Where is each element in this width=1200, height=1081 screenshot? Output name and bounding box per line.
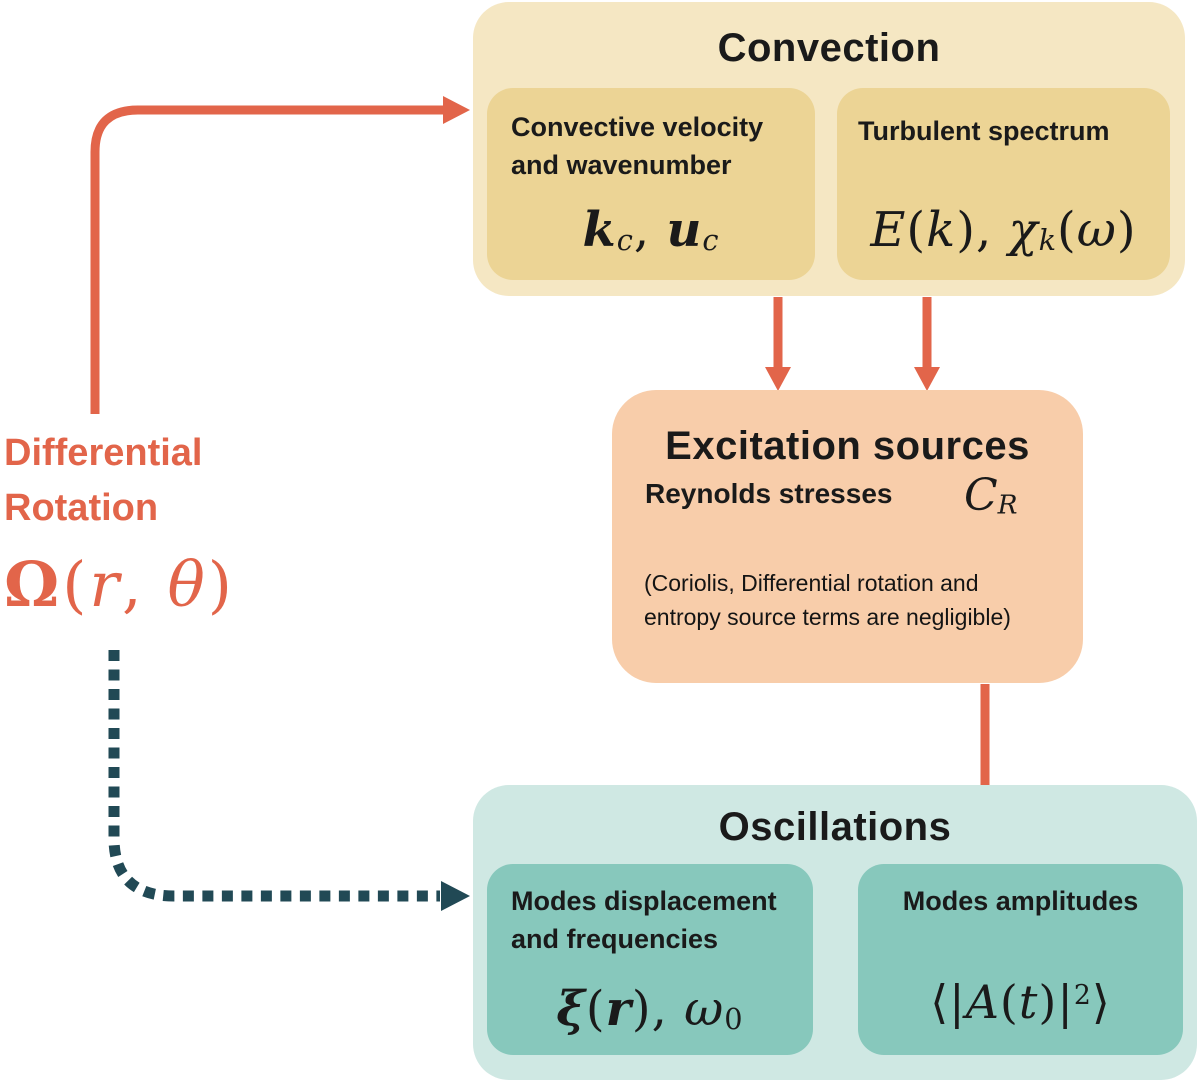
excitation-note: (Coriolis, Differential rotation and ent… <box>644 570 1011 630</box>
modes-displacement-box: Modes displacement and frequencies ξ(r),… <box>487 864 813 1055</box>
cr-formula: CR <box>964 470 1018 521</box>
modes-displacement-label: Modes displacement and frequencies <box>511 886 777 954</box>
turbulent-spectrum-box: Turbulent spectrum E(k), χk(ω) <box>837 88 1170 280</box>
omega-formula: Ω(r, θ) <box>4 548 235 621</box>
convective-velocity-label: Convective velocity and wavenumber <box>511 112 764 180</box>
convection-box: Convection Convective velocity and waven… <box>473 2 1185 296</box>
convective-velocity-box: Convective velocity and wavenumber kc, u… <box>487 88 815 280</box>
ek-chik-formula: E(k), χk(ω) <box>870 202 1137 258</box>
convection-title: Convection <box>717 26 941 70</box>
xi-omega0-formula: ξ(r), ω0 <box>556 981 744 1037</box>
amplitude-formula: ⟨|A(t)|2⟩ <box>930 975 1111 1029</box>
arrow-velocity-to-excitation <box>765 297 791 391</box>
excitation-sources-title: Excitation sources <box>665 424 1030 468</box>
reynolds-stresses-label: Reynolds stresses <box>645 478 893 509</box>
modes-amplitudes-box: Modes amplitudes ⟨|A(t)|2⟩ <box>858 864 1183 1055</box>
excitation-sources-box: Excitation sources Reynolds stresses CR … <box>612 390 1083 683</box>
arrow-diffrot-to-modes <box>108 650 470 911</box>
oscillations-title: Oscillations <box>718 805 952 849</box>
differential-rotation-line2: Rotation <box>4 487 159 529</box>
differential-rotation-line1: Differential <box>4 432 203 474</box>
turbulent-spectrum-label: Turbulent spectrum <box>858 116 1110 146</box>
arrow-diffrot-to-convection <box>90 96 470 414</box>
oscillations-box: Oscillations Modes displacement and freq… <box>473 785 1197 1080</box>
differential-rotation-label: Differential Rotation Ω(r, θ) <box>4 426 324 621</box>
modes-amplitudes-label: Modes amplitudes <box>902 886 1139 916</box>
kc-uc-formula: kc, uc <box>582 202 720 258</box>
arrow-spectrum-to-excitation <box>914 297 940 391</box>
